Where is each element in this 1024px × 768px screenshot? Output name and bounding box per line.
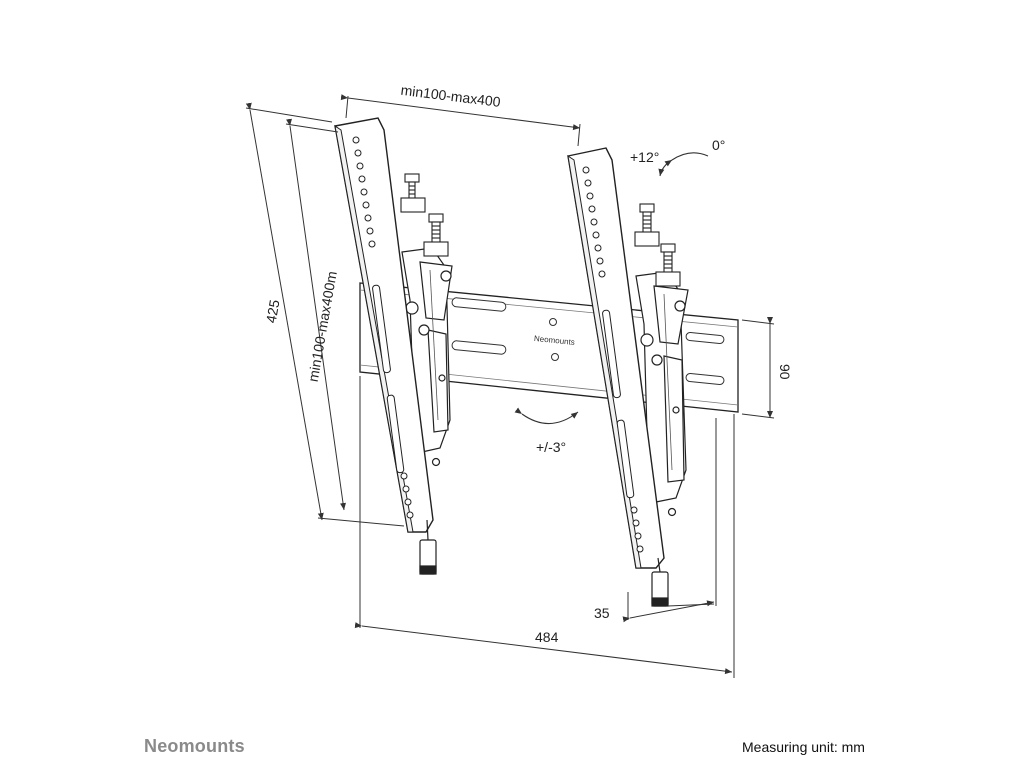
wall-plate-brand: Neomounts bbox=[534, 334, 576, 347]
right-screw-lower bbox=[655, 243, 681, 287]
height-label: 425 bbox=[263, 298, 283, 324]
measuring-unit-note: Measuring unit: mm bbox=[742, 739, 865, 755]
tilt-neutral-label: 0° bbox=[712, 137, 725, 153]
tilt-arrow-vertical bbox=[658, 152, 709, 177]
width-label: 484 bbox=[535, 629, 559, 645]
wall-distance-label: 35 bbox=[594, 605, 610, 621]
vesa-horizontal-label: min100-max400 bbox=[400, 82, 502, 110]
left-screw-upper bbox=[400, 173, 426, 213]
wall-plate-slots bbox=[451, 297, 725, 385]
wall-plate-hole bbox=[551, 353, 559, 361]
depth-label: 90 bbox=[777, 364, 793, 380]
right-bracket-holes bbox=[582, 166, 644, 553]
footer-brand-logo: Neomounts bbox=[144, 736, 245, 756]
left-bracket bbox=[334, 117, 453, 575]
dimension-lines bbox=[245, 94, 775, 678]
right-screw-upper bbox=[634, 203, 660, 247]
right-bracket bbox=[567, 147, 689, 607]
left-safety-handle bbox=[419, 519, 437, 575]
wall-plate-hole bbox=[549, 318, 557, 326]
vesa-vertical-label: min100-max400m bbox=[305, 270, 340, 383]
tilt-arrow-level bbox=[514, 407, 579, 425]
level-adjust-label: +/-3° bbox=[536, 439, 566, 455]
left-screw-lower bbox=[423, 213, 449, 257]
tilt-up-label: +12° bbox=[630, 149, 659, 165]
left-bracket-holes bbox=[352, 136, 414, 519]
